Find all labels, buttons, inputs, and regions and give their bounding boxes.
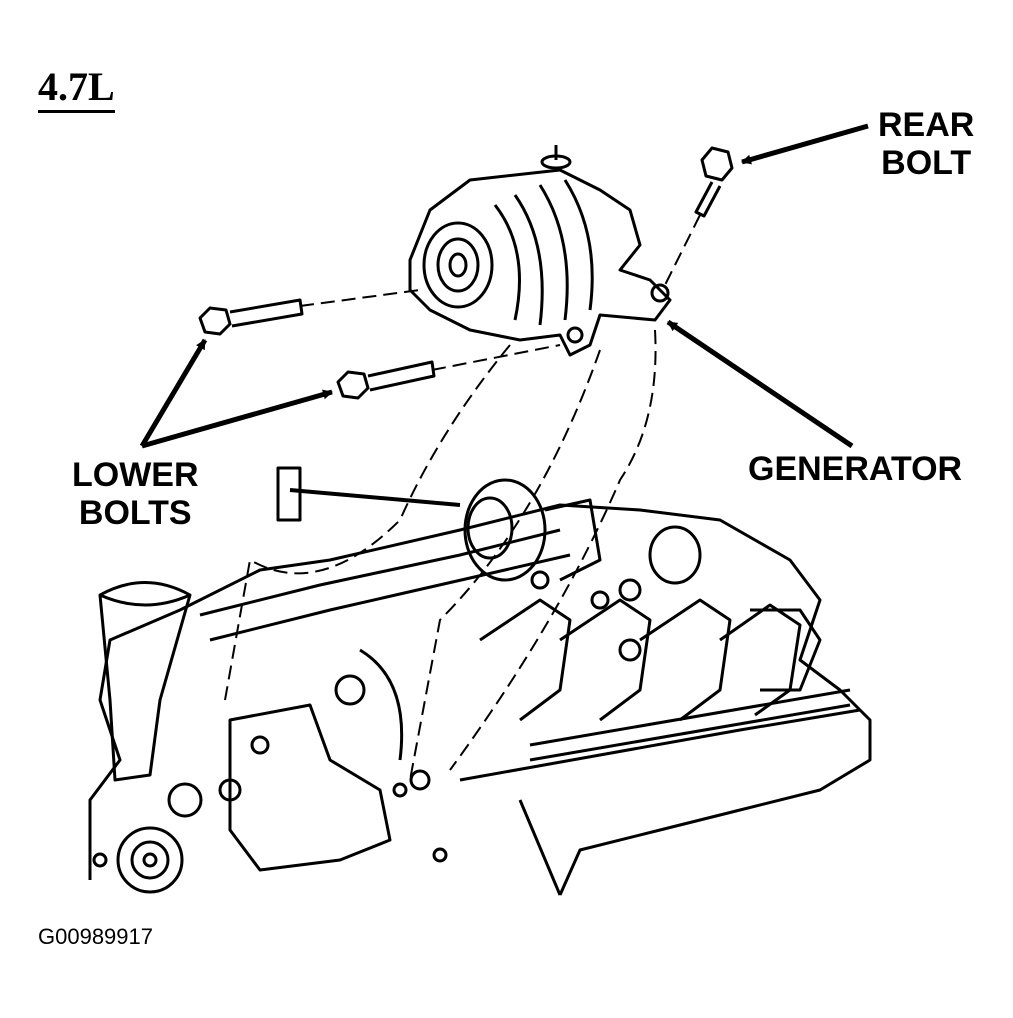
rear-bolt (694, 146, 734, 218)
lower-bolts-line-2: BOLTS (78, 494, 192, 533)
rear-bolt-line-2: BOLT (881, 144, 972, 183)
callout-arrows (139, 123, 869, 449)
rear-bolt-line-1: REAR (878, 106, 975, 144)
rear-bolt-arrow (741, 123, 869, 165)
rear-bolt-callout: REAR BOLT (878, 106, 974, 182)
engine-size-label: 4.7L (38, 66, 115, 113)
lower-bolt-lower (336, 360, 436, 400)
generator (408, 145, 672, 357)
alignment-lines (224, 214, 701, 781)
lower-bolt-arrow-1 (139, 338, 208, 448)
lower-bolt-arrow-2 (141, 389, 333, 449)
generator-callout: GENERATOR (748, 450, 963, 488)
lower-bolts-callout: LOWER BOLTS (72, 456, 199, 532)
figure-id: G00989917 (38, 924, 153, 949)
lower-bolts-line-1: LOWER (72, 456, 199, 494)
engine-block (88, 466, 872, 896)
generator-arrow (666, 319, 854, 449)
lower-bolt-upper (198, 298, 304, 336)
